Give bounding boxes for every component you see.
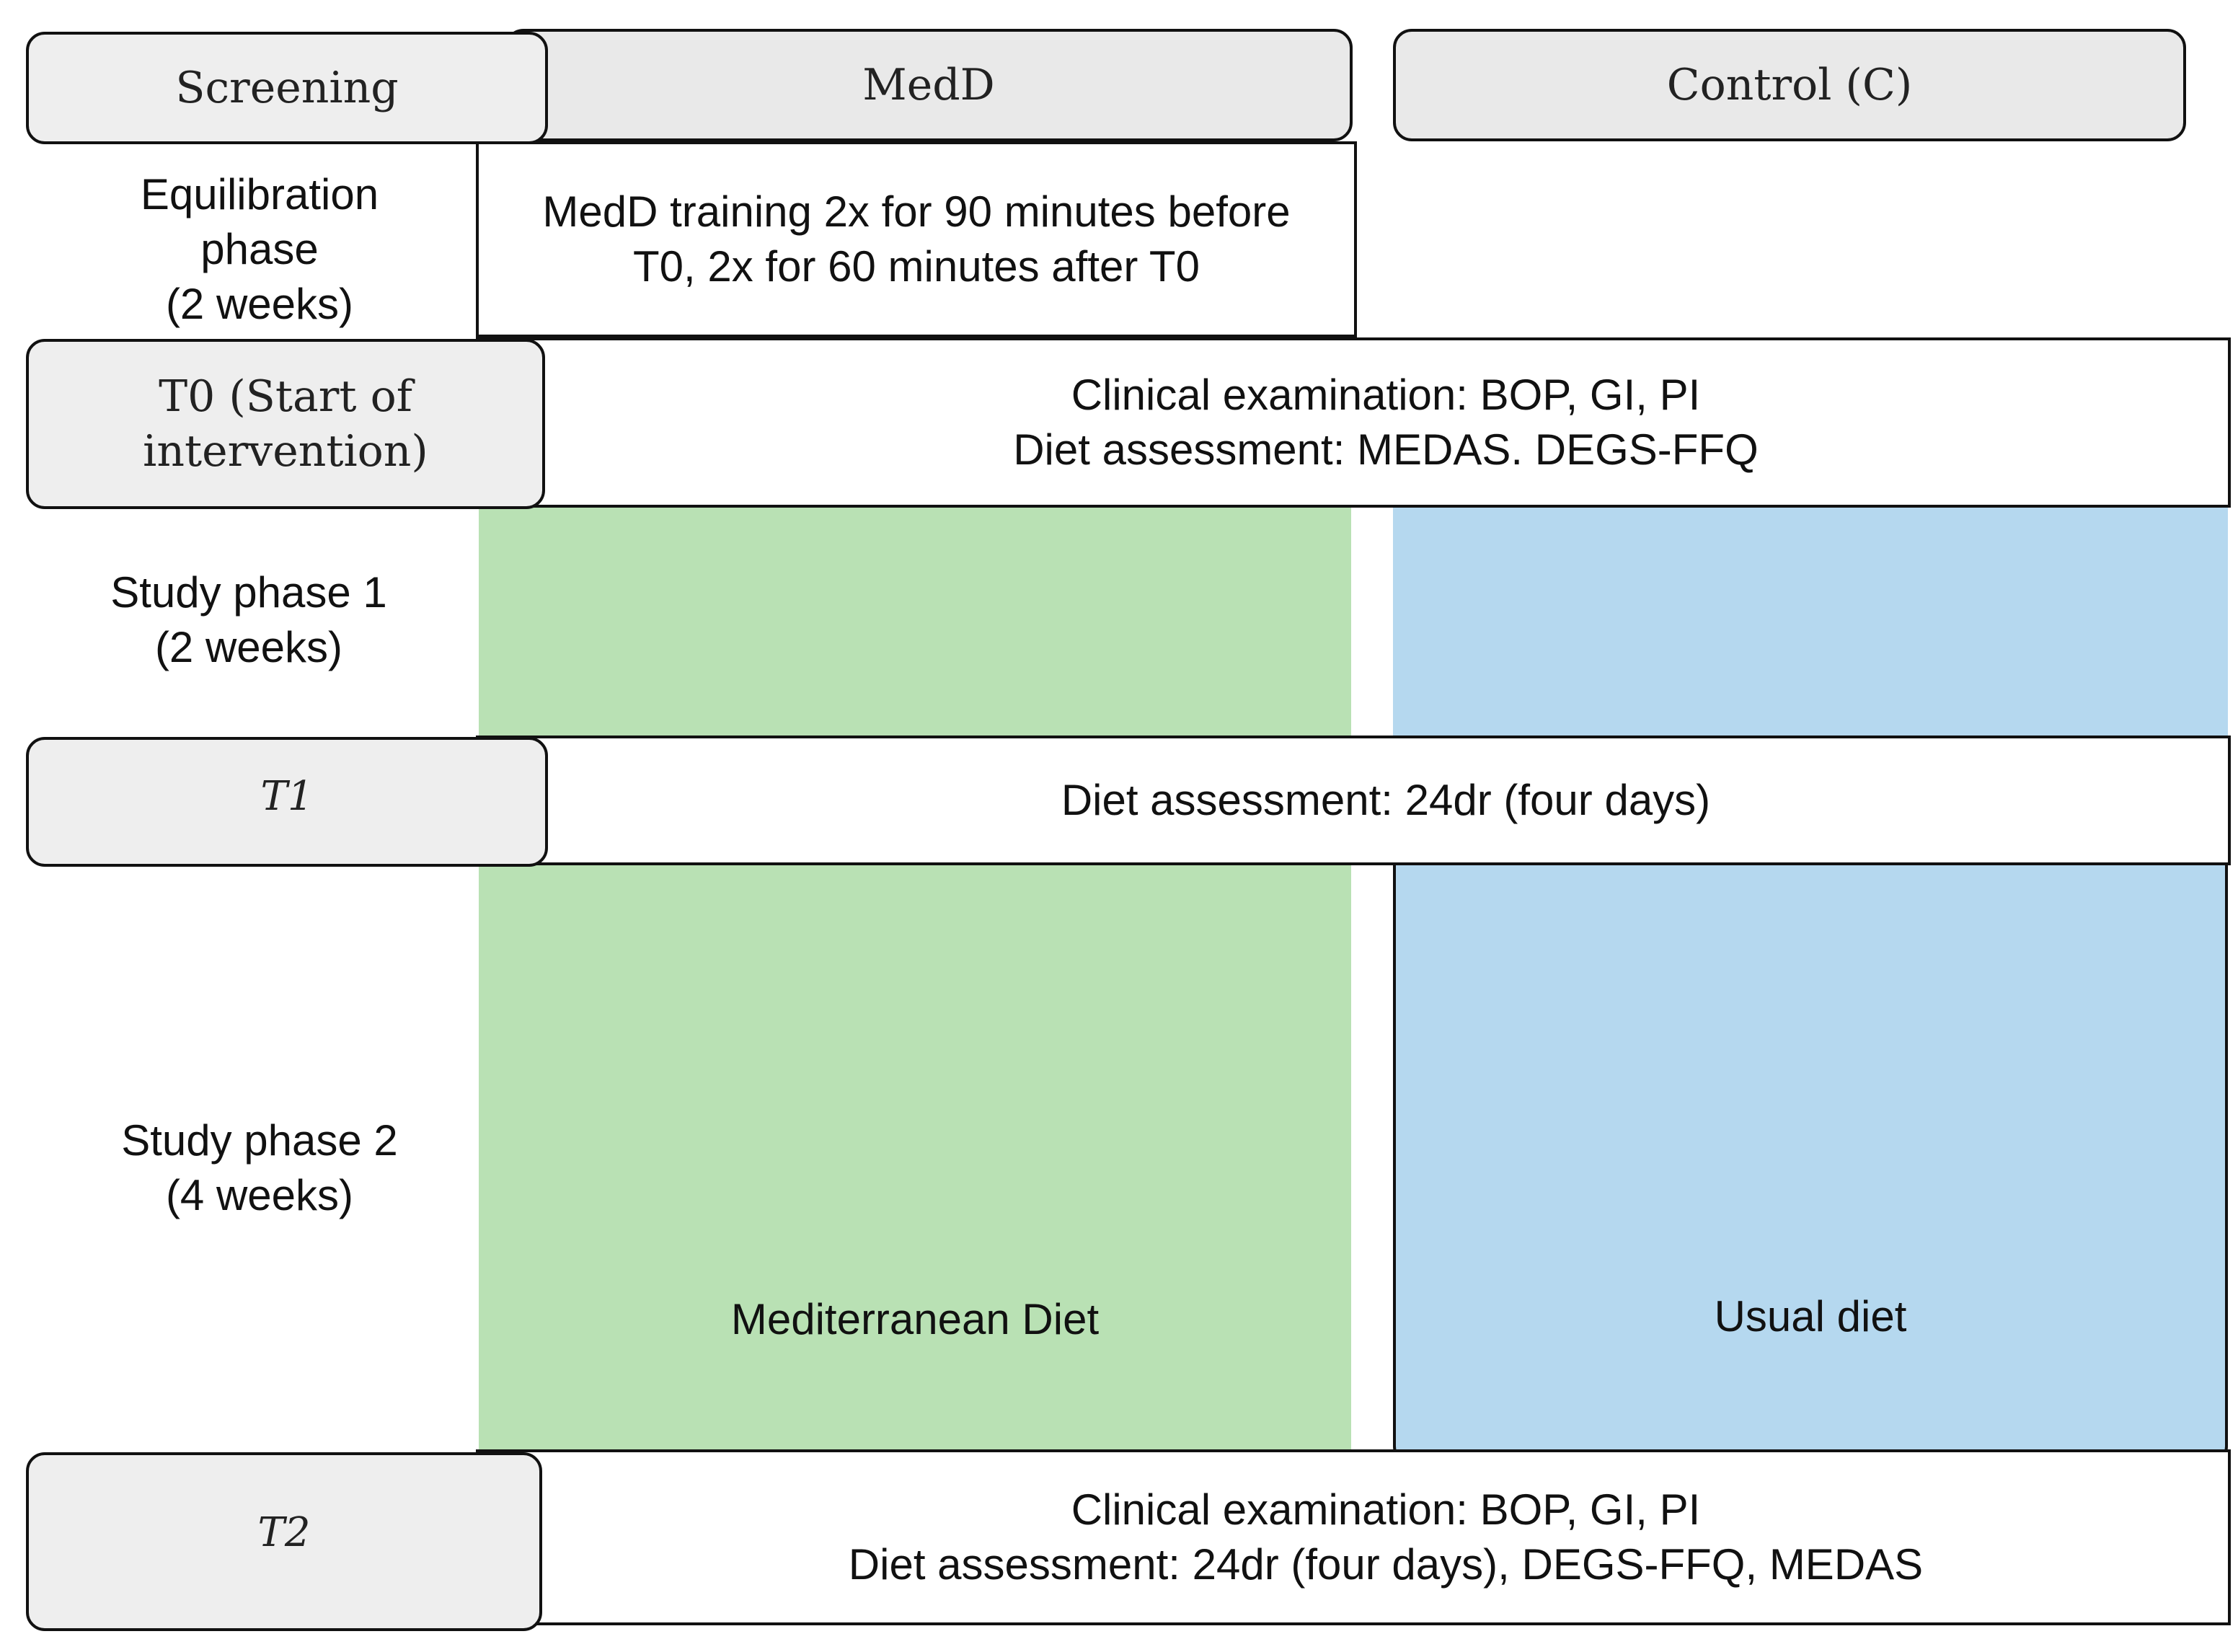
- usual-diet-text: Usual diet: [1714, 1292, 1907, 1340]
- medd-phase1-block: [479, 505, 1351, 743]
- study-phase2-line1: Study phase 2: [121, 1116, 398, 1165]
- study-phase2-line2: (4 weeks): [165, 1171, 354, 1219]
- medd-header-label: MedD: [862, 60, 995, 110]
- t2-label: T2: [257, 1509, 311, 1556]
- control-header: Control (C): [1393, 29, 2186, 141]
- t1-label-box: T1: [26, 737, 548, 867]
- t0-label-line1: T0 (Start of: [159, 371, 412, 422]
- control-header-label: Control (C): [1666, 60, 1913, 110]
- t1-assessment-box: Diet assessment: 24dr (four days): [476, 736, 2231, 865]
- t1-label: T1: [260, 773, 314, 820]
- t0-assessment-box: Clinical examination: BOP, GI, PI Diet a…: [476, 337, 2231, 508]
- equilibration-label: Equilibration phase (2 weeks): [29, 163, 490, 336]
- study-phase1-line1: Study phase 1: [110, 568, 387, 617]
- study-phase1-label: Study phase 1 (2 weeks): [29, 555, 469, 685]
- t2-assessment-box: Clinical examination: BOP, GI, PI Diet a…: [476, 1449, 2231, 1625]
- t2-label-box: T2: [26, 1452, 542, 1631]
- t1-assessment-text: Diet assessment: 24dr (four days): [1061, 776, 1711, 824]
- medd-training-line1: MedD training 2x for 90 minutes before: [542, 187, 1291, 236]
- equilibration-label-line1: Equilibration: [140, 170, 379, 218]
- t0-label-line2: intervention): [143, 426, 428, 477]
- medd-training-box: MedD training 2x for 90 minutes before T…: [476, 141, 1357, 337]
- medd-header: MedD: [505, 29, 1353, 141]
- medd-training-line2: T0, 2x for 60 minutes after T0: [633, 242, 1200, 291]
- t0-assessment-line2: Diet assessment: MEDAS. DEGS-FFQ: [1013, 425, 1759, 474]
- mediterranean-diet-text: Mediterranean Diet: [730, 1295, 1100, 1343]
- equilibration-label-line3: (2 weeks): [165, 280, 354, 328]
- mediterranean-diet-label: Mediterranean Diet: [479, 1284, 1351, 1356]
- screening-header-label: Screening: [175, 63, 399, 113]
- equilibration-label-line2: phase: [200, 225, 319, 273]
- control-phase2-block: [1393, 865, 2228, 1464]
- screening-header: Screening: [26, 32, 548, 144]
- control-phase1-block: [1393, 505, 2228, 743]
- t0-label-box: T0 (Start of intervention): [26, 339, 545, 509]
- study-phase1-line2: (2 weeks): [154, 623, 343, 671]
- t2-assessment-line2: Diet assessment: 24dr (four days), DEGS-…: [848, 1540, 1924, 1589]
- t0-assessment-line1: Clinical examination: BOP, GI, PI: [1071, 371, 1701, 419]
- t2-assessment-line1: Clinical examination: BOP, GI, PI: [1071, 1485, 1701, 1534]
- usual-diet-label: Usual diet: [1393, 1281, 2228, 1353]
- medd-phase2-block: [479, 865, 1351, 1464]
- study-phase2-label: Study phase 2 (4 weeks): [29, 1103, 490, 1233]
